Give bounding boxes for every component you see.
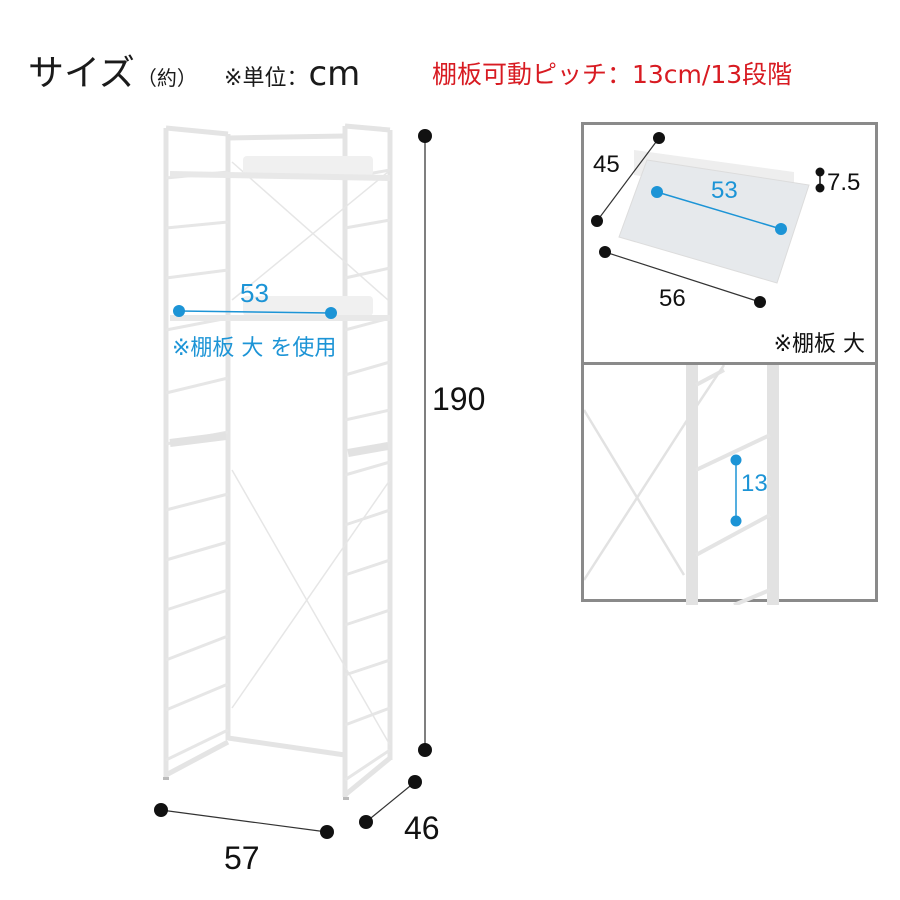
approx-label: （約） xyxy=(136,66,197,90)
rack-frame xyxy=(163,123,393,797)
depth-dimension xyxy=(359,775,422,829)
shelf-inner-width-label: 53 xyxy=(711,177,738,204)
shelf-width-dimension xyxy=(173,305,337,319)
unit-label: ※単位： xyxy=(224,66,309,91)
shelf-depth-label: 45 xyxy=(593,151,620,178)
pitch-label: 13 xyxy=(741,470,768,497)
pitch-note: 棚板可動ピッチ：13cm/13段階 xyxy=(432,60,793,89)
shelf-top xyxy=(169,156,391,181)
height-label: 190 xyxy=(432,381,486,417)
size-title: サイズ xyxy=(28,53,135,94)
pitch-detail-panel: 13 xyxy=(581,362,878,605)
cross-braces xyxy=(231,161,391,746)
shelf-caption: ※棚板 大 xyxy=(773,332,865,357)
shelf-note: ※棚板 大 を使用 xyxy=(172,336,337,361)
width-label: 57 xyxy=(224,840,260,876)
depth-label: 46 xyxy=(404,810,440,846)
shelf-detail-panel: 45 53 56 7.5 ※棚板 大 xyxy=(581,122,878,365)
shelf-middle xyxy=(170,296,390,321)
width-dimension xyxy=(154,803,334,839)
unit-value: cm xyxy=(308,54,361,94)
height-dimension xyxy=(418,129,432,757)
pitch-closeup-drawing xyxy=(584,365,779,605)
shelf-full-width-label: 56 xyxy=(659,285,686,312)
header: サイズ（約） ※単位：cm xyxy=(28,44,360,94)
shelf-width-label: 53 xyxy=(240,278,269,308)
shelf-lip-height-label: 7.5 xyxy=(827,169,861,196)
shelf-board-drawing xyxy=(591,132,825,308)
hanger-bars xyxy=(169,432,389,457)
